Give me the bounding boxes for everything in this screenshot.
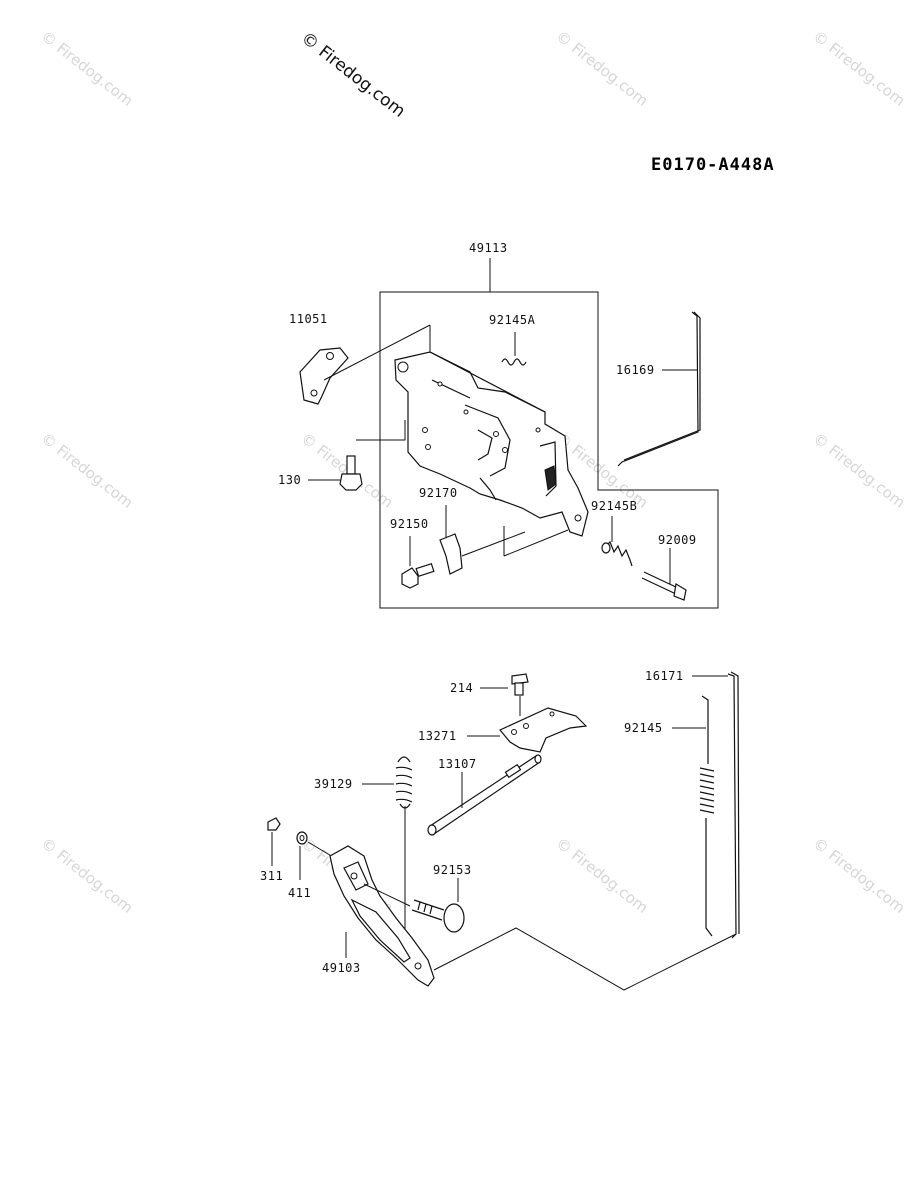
part-130-bolt <box>308 420 406 491</box>
part-16169-rod <box>617 311 701 467</box>
part-92145B-spring <box>601 516 633 567</box>
label-92145B: 92145B <box>591 499 637 513</box>
part-11051-bracket <box>299 324 431 405</box>
control-plate <box>394 351 589 537</box>
label-16169: 16169 <box>616 363 655 377</box>
label-92009: 92009 <box>658 533 697 547</box>
label-39129: 39129 <box>314 777 353 791</box>
label-311: 311 <box>260 869 283 883</box>
label-92153: 92153 <box>433 863 472 877</box>
part-49103-lever <box>329 845 435 987</box>
diagram-code: E0170-A448A <box>651 155 775 175</box>
label-49103: 49103 <box>322 961 361 975</box>
part-92009-screw <box>641 548 687 601</box>
part-13271-plate <box>467 696 588 753</box>
label-92145: 92145 <box>624 721 663 735</box>
label-130: 130 <box>278 473 301 487</box>
label-13107: 13107 <box>438 757 477 771</box>
label-411: 411 <box>288 886 311 900</box>
label-49113: 49113 <box>469 241 508 255</box>
watermark-tile: © Firedog.com <box>553 27 652 110</box>
part-311-nut <box>267 817 281 866</box>
label-13271: 13271 <box>418 729 457 743</box>
watermark-tile: © Firedog.com <box>553 834 652 917</box>
part-16171-rod <box>692 671 740 939</box>
watermark-tile: © Firedog.com <box>810 429 909 512</box>
label-11051: 11051 <box>289 312 328 326</box>
watermark-tile: © Firedog.com <box>38 429 137 512</box>
part-92153-bolt <box>411 878 465 933</box>
watermark-tile: © Firedog.com <box>810 834 909 917</box>
linkage-line <box>433 927 737 991</box>
watermark-tile: © Firedog.com <box>38 834 137 917</box>
part-92145A-spring <box>501 332 527 366</box>
part-92150-bolt <box>401 536 435 589</box>
watermark-tile: © Firedog.com <box>38 27 137 110</box>
assembly-boundary <box>379 258 719 609</box>
part-13107-shaft <box>427 754 542 836</box>
label-92170: 92170 <box>419 486 458 500</box>
label-92145A: 92145A <box>489 313 536 327</box>
watermark-main: © Firedog.com <box>297 28 409 122</box>
label-16171: 16171 <box>645 669 684 683</box>
part-39129-spring <box>362 756 413 936</box>
label-92150: 92150 <box>390 517 429 531</box>
part-214-screw <box>480 673 529 696</box>
lower-assembly <box>267 671 740 991</box>
part-92145-spring <box>672 695 715 937</box>
label-214: 214 <box>450 681 473 695</box>
upper-assembly <box>299 258 719 609</box>
part-92170-clip <box>439 505 569 575</box>
watermark-tile: © Firedog.com <box>810 27 909 110</box>
